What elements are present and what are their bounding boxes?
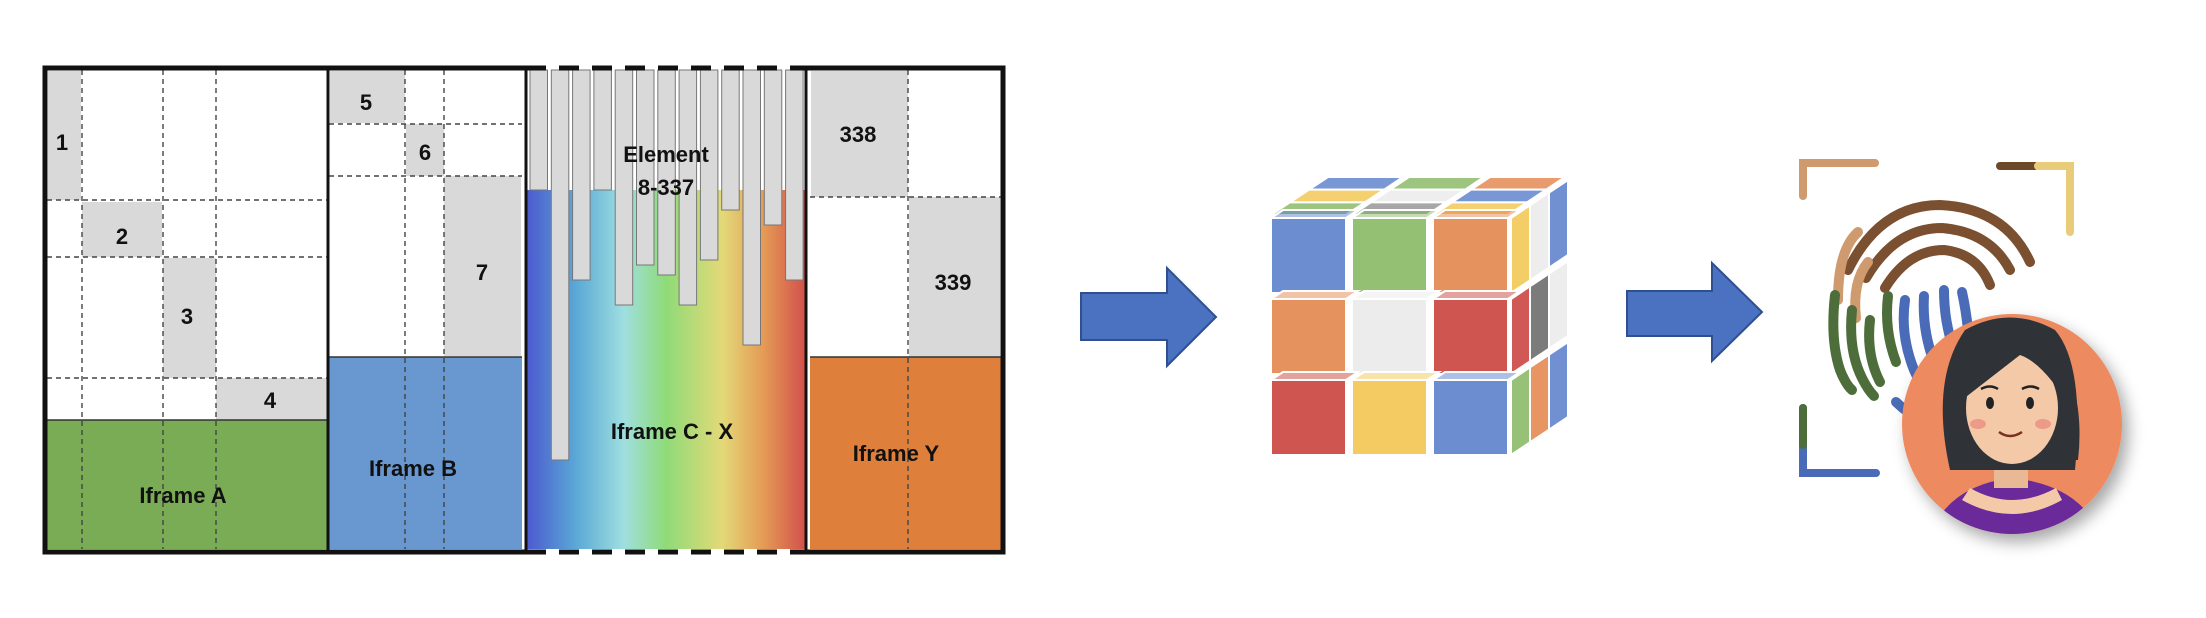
- element-bar: [678, 69, 698, 306]
- cell-4-label: 4: [264, 388, 277, 413]
- element-bar: [572, 69, 591, 281]
- cube-facet: [1429, 290, 1524, 300]
- element-bar: [742, 69, 761, 346]
- cube-facet: [1270, 298, 1347, 375]
- cube-facet: [1548, 259, 1569, 351]
- cell-3-label: 3: [181, 304, 193, 329]
- rubik-cube-icon: [1267, 176, 1569, 457]
- element-bar: [657, 69, 676, 276]
- cube-facet: [1432, 379, 1509, 456]
- element-label-line1: Element: [623, 142, 709, 167]
- element-bar: [529, 69, 548, 191]
- iframe-y-label: Iframe Y: [853, 441, 940, 466]
- cube-facet: [1270, 379, 1347, 456]
- cube-facet: [1429, 371, 1524, 381]
- cube-facet: [1348, 290, 1443, 300]
- element-bar: [636, 69, 655, 266]
- element-bar: [550, 69, 570, 461]
- cube-facet: [1348, 371, 1443, 381]
- cell-2-label: 2: [116, 224, 128, 249]
- cube-facet: [1510, 284, 1531, 376]
- cube-facet: [1448, 188, 1550, 204]
- cell-3-box: [163, 258, 216, 378]
- cell-1-label: 1: [56, 130, 68, 155]
- cube-facet: [1548, 178, 1569, 270]
- cube-facet: [1429, 209, 1524, 219]
- iframe-grid-panel: 1 2 3 4 Iframe A 5 6 7 Iframe B: [42, 65, 1006, 555]
- element-label-line2: 8-337: [638, 175, 694, 200]
- cell-5-box: [330, 71, 405, 123]
- cube-facet: [1367, 188, 1469, 204]
- element-bar: [785, 69, 804, 281]
- cell-338-label: 338: [840, 122, 877, 147]
- cube-facet: [1510, 203, 1531, 295]
- iframe-b-label: Iframe B: [369, 456, 457, 481]
- cube-facet: [1529, 352, 1550, 445]
- cell-7-label: 7: [476, 260, 488, 285]
- right-arrow-icon: [1080, 265, 1218, 369]
- cube-facet: [1267, 290, 1362, 300]
- cell-338-box: [811, 71, 908, 197]
- cube-facet: [1432, 217, 1509, 294]
- cell-1-box: [48, 71, 81, 200]
- iframe-a-region: 1 2 3 4 Iframe A: [47, 70, 328, 549]
- cube-facet: [1267, 201, 1369, 216]
- cube-facet: [1348, 201, 1450, 216]
- cell-7-box: [444, 176, 521, 356]
- cell-339-label: 339: [935, 270, 972, 295]
- cube-facet: [1467, 176, 1569, 191]
- element-bar: [721, 69, 740, 211]
- element-bars: [529, 69, 804, 461]
- cube-facet: [1432, 298, 1509, 375]
- cube-facet: [1510, 365, 1531, 457]
- iframe-a-fill: [47, 420, 328, 549]
- cell-6-box: [406, 124, 444, 176]
- cube-facet: [1348, 209, 1443, 219]
- right-arrow-icon: [1626, 260, 1764, 364]
- cube-facet: [1529, 271, 1550, 364]
- cube-facet: [1351, 298, 1428, 375]
- user-avatar-icon: [1902, 314, 2122, 534]
- element-bar: [614, 69, 634, 306]
- iframe-b-region: 5 6 7 Iframe B: [329, 70, 522, 549]
- element-bar: [593, 69, 612, 191]
- cube-facet: [1386, 176, 1488, 191]
- cell-339-box: [909, 197, 1000, 357]
- cell-4-box: [216, 378, 327, 420]
- cube-facet: [1286, 188, 1388, 204]
- cell-6-label: 6: [419, 140, 431, 165]
- element-bar: [763, 69, 783, 226]
- iframe-y-region: 338 339 Iframe Y: [810, 70, 1001, 549]
- cube-facet: [1305, 176, 1407, 191]
- cube-facet: [1267, 209, 1362, 219]
- iframe-y-fill: [810, 357, 1001, 549]
- cell-5-label: 5: [360, 90, 372, 115]
- cube-facet: [1270, 217, 1347, 294]
- cell-2-box: [82, 202, 162, 257]
- iframe-a-label: Iframe A: [139, 483, 226, 508]
- cube-facet: [1529, 190, 1550, 283]
- cube-facet: [1429, 201, 1531, 216]
- iframe-cx-label: Iframe C - X: [611, 419, 734, 444]
- iframe-b-fill: [329, 357, 522, 549]
- cube-facet: [1351, 379, 1428, 456]
- cube-facet: [1548, 340, 1569, 432]
- iframe-cx-region: Element 8-337 Iframe C - X: [526, 65, 806, 555]
- cube-facet: [1267, 371, 1362, 381]
- cube-facet: [1351, 217, 1428, 294]
